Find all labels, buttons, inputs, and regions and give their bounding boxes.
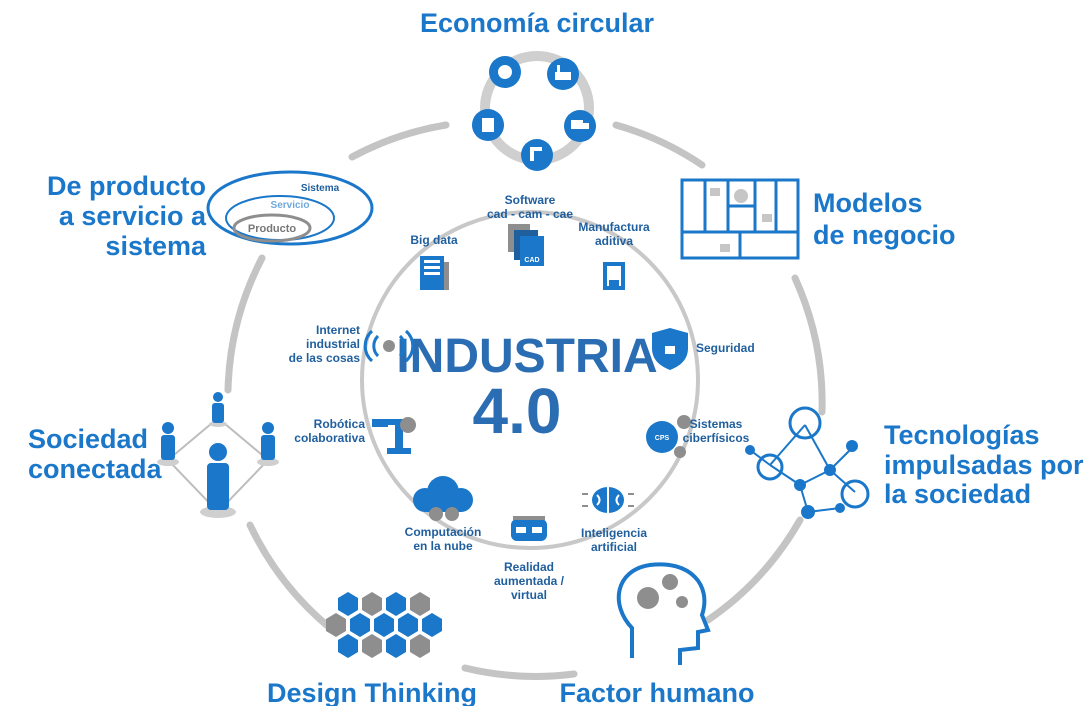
sociedad-conectada-line2: conectada <box>28 454 163 484</box>
center-title-line2: 4.0 <box>473 375 562 447</box>
center-title-line1: INDUSTRIA <box>396 330 657 383</box>
gear-icon <box>662 574 678 590</box>
realidad-line3: virtual <box>511 588 547 602</box>
factory-icon <box>547 58 579 90</box>
nested-ellipses-icon: Sistema Servicio Producto <box>206 170 374 246</box>
factor-humano-group: Factor humano <box>559 562 755 706</box>
internet-line3: de las cosas <box>289 351 361 365</box>
big-data-label: Big data <box>410 233 458 247</box>
sociedad-conectada-group: Sociedad conectada <box>28 392 279 518</box>
cloud-updown-icon <box>413 476 473 521</box>
modelos-negocio-line1: Modelos <box>813 188 923 218</box>
business-canvas-icon <box>680 178 800 260</box>
software-line2: cad - cam - cae <box>487 207 573 221</box>
big-data-item: Big data <box>410 233 458 290</box>
wireless-globe-icon <box>363 329 415 363</box>
seguridad-label: Seguridad <box>696 341 755 355</box>
realidad-line2: aumentada / <box>494 574 565 588</box>
computacion-line2: en la nube <box>413 539 473 553</box>
software-line1: Software <box>505 193 556 207</box>
server-icon <box>420 256 449 290</box>
center-title: INDUSTRIA 4.0 <box>396 330 657 447</box>
vr-headset-icon <box>511 516 547 541</box>
realidad-line1: Realidad <box>504 560 554 574</box>
network-icon <box>745 406 870 519</box>
design-thinking-group: Design Thinking <box>267 592 477 706</box>
producto-servicio-line3: sistema <box>105 231 207 261</box>
inteligencia-item: Inteligencia artificial <box>581 487 647 554</box>
internet-line1: Internet <box>316 323 360 337</box>
tecnologias-line1: Tecnologías <box>884 420 1040 450</box>
manufactura-line1: Manufactura <box>578 220 650 234</box>
robot-arm-icon <box>372 417 416 454</box>
gear-icon <box>637 587 659 609</box>
sistemas-line2: ciberfísicos <box>683 431 750 445</box>
seguridad-item: Seguridad <box>652 328 755 370</box>
producto-servicio-line2: a servicio a <box>59 201 207 231</box>
cloud-icon <box>489 56 521 88</box>
producto-text: Producto <box>248 223 297 235</box>
tecnologias-group: Tecnologías impulsadas por la sociedad <box>745 406 1084 519</box>
economia-circular-group: Economía circular <box>420 8 655 171</box>
computacion-item: Computación en la nube <box>405 476 482 553</box>
printer-3d-icon <box>603 262 625 290</box>
faucet-icon <box>521 139 553 171</box>
sociedad-conectada-line1: Sociedad <box>28 424 148 454</box>
inner-ring <box>360 210 700 550</box>
sistema-text: Sistema <box>301 183 340 194</box>
inteligencia-line2: artificial <box>591 540 637 554</box>
internet-line2: industrial <box>306 337 360 351</box>
people-network-icon <box>157 392 279 518</box>
head-gears-icon <box>616 562 711 665</box>
brain-icon <box>582 487 634 513</box>
sistemas-item: CPS Sistemas ciberfísicos <box>646 415 750 458</box>
factor-humano-label: Factor humano <box>559 678 754 706</box>
modelos-negocio-line2: de negocio <box>813 220 956 250</box>
design-thinking-label: Design Thinking <box>267 678 477 706</box>
economia-circular-label: Economía circular <box>420 8 655 38</box>
tecnologias-line3: la sociedad <box>884 479 1031 509</box>
internet-item: Internet industrial de las cosas <box>289 323 415 365</box>
modelos-negocio-group: Modelos de negocio <box>680 178 956 260</box>
robotica-line2: colaborativa <box>294 431 365 445</box>
bin-icon <box>472 109 504 141</box>
outer-ring <box>224 121 826 680</box>
producto-servicio-line1: De producto <box>47 171 206 201</box>
cps-icon: CPS <box>646 415 691 458</box>
producto-servicio-group: De producto a servicio a sistema Sistema… <box>47 170 374 261</box>
robotica-item: Robótica colaborativa <box>294 417 416 454</box>
cad-icon: CAD <box>508 224 544 266</box>
sistemas-line1: Sistemas <box>690 417 743 431</box>
manufactura-line2: aditiva <box>595 234 633 248</box>
manufactura-item: Manufactura aditiva <box>578 220 650 290</box>
inteligencia-line1: Inteligencia <box>581 526 647 540</box>
gear-icon <box>676 596 688 608</box>
cps-badge: CPS <box>655 435 670 442</box>
truck-icon <box>564 110 596 142</box>
realidad-item: Realidad aumentada / virtual <box>494 516 565 602</box>
hexagons-icon <box>326 592 442 658</box>
robotica-line1: Robótica <box>314 417 366 431</box>
servicio-text: Servicio <box>271 200 310 211</box>
tecnologias-line2: impulsadas por <box>884 450 1084 480</box>
cad-badge: CAD <box>524 257 539 264</box>
computacion-line1: Computación <box>405 525 482 539</box>
software-item: Software cad - cam - cae CAD <box>487 193 573 266</box>
